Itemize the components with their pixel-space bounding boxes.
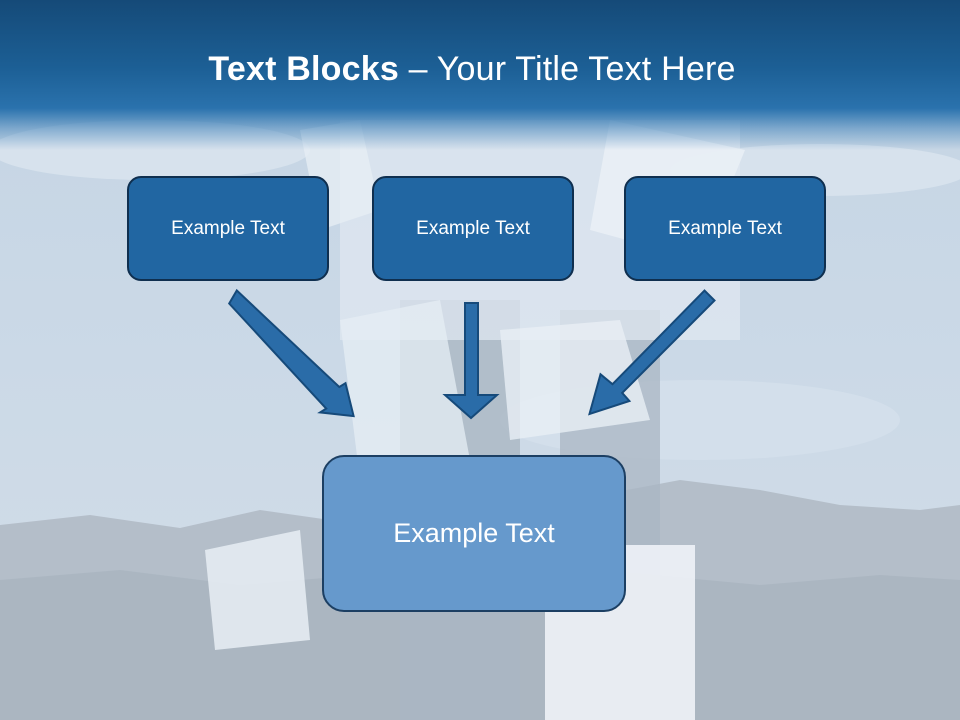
text-block-left-label: Example Text: [171, 217, 285, 239]
title-bar: [0, 0, 960, 150]
text-block-right-label: Example Text: [668, 217, 782, 239]
text-block-right: Example Text: [624, 176, 826, 281]
text-block-result: Example Text: [322, 455, 626, 612]
text-block-result-label: Example Text: [393, 518, 555, 548]
text-block-left: Example Text: [127, 176, 329, 281]
text-block-center: Example Text: [372, 176, 574, 281]
arrow-left-diagonal: [227, 288, 355, 418]
title-dash: –: [398, 50, 437, 88]
title-bold-part: Text Blocks: [208, 50, 399, 88]
slide-title: Text Blocks – Your Title Text Here: [0, 50, 944, 89]
arrow-right-diagonal: [588, 289, 716, 416]
title-rest: Your Title Text Here: [436, 50, 736, 88]
text-block-center-label: Example Text: [416, 217, 530, 239]
arrow-center-down: [442, 302, 500, 420]
